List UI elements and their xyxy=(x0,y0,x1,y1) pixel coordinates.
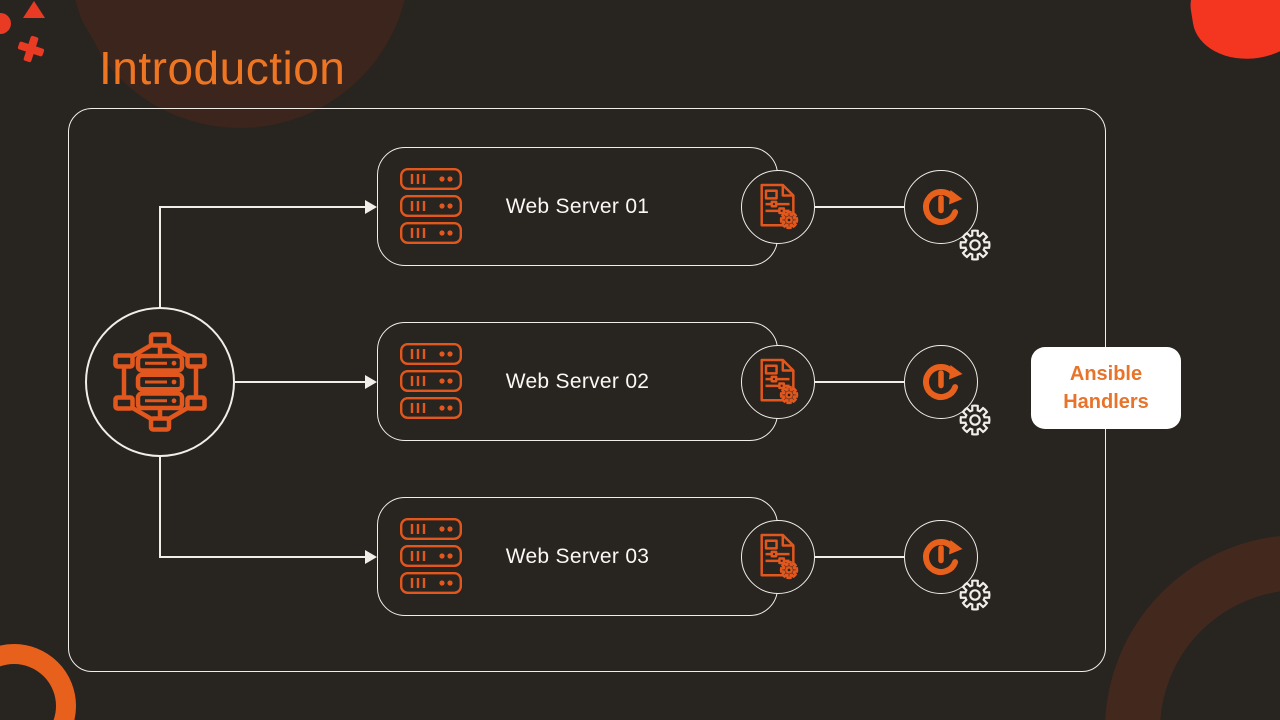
ansible-handlers-label: Ansible Handlers xyxy=(1031,347,1181,429)
page-title: Introduction xyxy=(99,42,346,94)
config-file-circle xyxy=(741,345,815,419)
web-server-box-2: Web Server 02 xyxy=(377,322,778,441)
gear-icon xyxy=(959,404,991,436)
triangle-decoration xyxy=(23,1,45,18)
restart-arrow-icon xyxy=(923,189,963,226)
arrow-icon xyxy=(365,375,377,389)
config-file-gear-icon xyxy=(760,183,799,230)
server-label: Web Server 02 xyxy=(505,369,650,393)
config-file-circle xyxy=(741,170,815,244)
config-file-gear-icon xyxy=(760,533,799,580)
gear-icon xyxy=(959,229,991,261)
config-file-gear-icon xyxy=(760,358,799,405)
restart-circle xyxy=(904,170,978,244)
config-file-circle xyxy=(741,520,815,594)
web-server-box-3: Web Server 03 xyxy=(377,497,778,616)
arrow-icon xyxy=(365,200,377,214)
web-server-box-1: Web Server 01 xyxy=(377,147,778,266)
restart-arrow-icon xyxy=(923,539,963,576)
gear-icon xyxy=(959,579,991,611)
restart-circle xyxy=(904,345,978,419)
arrow-icon xyxy=(365,550,377,564)
server-label: Web Server 03 xyxy=(505,544,650,568)
server-label: Web Server 01 xyxy=(505,194,650,218)
dot-decoration xyxy=(0,13,11,34)
control-node-circle xyxy=(85,307,235,457)
restart-arrow-icon xyxy=(923,364,963,401)
server-cluster-icon xyxy=(113,332,207,432)
restart-circle xyxy=(904,520,978,594)
